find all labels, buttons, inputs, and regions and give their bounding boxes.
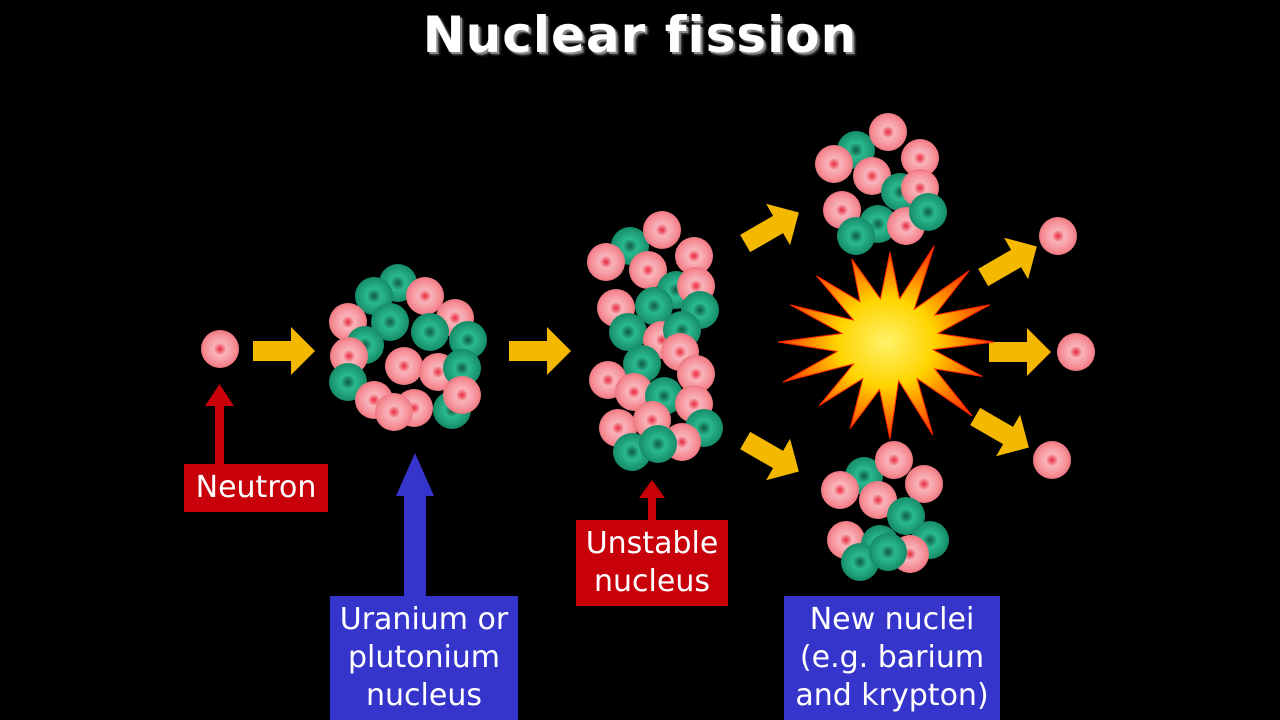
new-nucleus-bottom-particle (859, 481, 897, 519)
neutron-label-line-1: Neutron (195, 470, 317, 505)
new-nucleus-bottom-particle (821, 471, 859, 509)
reaction-arrow (978, 237, 1037, 287)
uranium-label-line-2: plutonium (347, 640, 501, 675)
page-title: Nuclear fission (422, 6, 858, 64)
new-nucleus-top-particle (815, 145, 853, 183)
incoming-neutron (201, 330, 239, 368)
new-nucleus-bottom-particle (887, 497, 925, 535)
new-nucleus-top-particle (853, 157, 891, 195)
new-nucleus-bottom-particle (905, 465, 943, 503)
new-nuclei-label: New nuclei (e.g. barium and krypton) (784, 596, 1000, 720)
new-nucleus-top-particle (837, 217, 875, 255)
uranium-nucleus-particle (375, 393, 413, 431)
new-nucleus-top-particle (901, 139, 939, 177)
new-nucleus-top-particle (909, 193, 947, 231)
uranium-nucleus-particle (411, 313, 449, 351)
uranium-nucleus-particle (443, 376, 481, 414)
unstable-nucleus-particle (675, 237, 713, 275)
uranium-nucleus-label: Uranium or plutonium nucleus (330, 596, 518, 720)
new-nucleus-top-particle (869, 113, 907, 151)
reaction-arrow (740, 203, 799, 253)
explosion-starburst (777, 245, 995, 440)
unstable-nucleus-particle (639, 425, 677, 463)
released-neutron (1033, 441, 1071, 479)
reaction-arrow (740, 431, 799, 481)
unstable-nucleus-label: Unstable nucleus (576, 520, 728, 606)
new-nucleus-bottom-particle (869, 533, 907, 571)
uranium-nucleus-particle (406, 277, 444, 315)
released-neutron (1057, 333, 1095, 371)
unstable-nucleus-particle (677, 355, 715, 393)
reaction-arrow (253, 327, 315, 375)
unstable-nucleus-particle (629, 251, 667, 289)
uranium-label-line-3: nucleus (366, 678, 482, 713)
unstable-nucleus-particle (635, 287, 673, 325)
uranium-label-line-1: Uranium or (339, 602, 509, 637)
unstable-nucleus-particle (587, 243, 625, 281)
neutron-label: Neutron (184, 464, 328, 512)
new-nucleus-bottom-particle (875, 441, 913, 479)
released-neutron (1039, 217, 1077, 255)
new-nuclei-label-line-1: New nuclei (809, 602, 975, 637)
unstable-nucleus-particle (609, 313, 647, 351)
new-nuclei-label-line-3: and krypton) (795, 678, 989, 713)
reaction-arrow (970, 407, 1029, 457)
uranium-nucleus-particle (371, 303, 409, 341)
new-nuclei-label-line-2: (e.g. barium (799, 640, 985, 675)
uranium-nucleus-particle (385, 347, 423, 385)
uranium-pointer-arrow (396, 453, 434, 598)
uranium-nucleus-particle (443, 349, 481, 387)
unstable-label-line-1: Unstable (585, 526, 719, 561)
unstable-nucleus-particle (615, 373, 653, 411)
neutron-pointer-arrow (205, 384, 234, 466)
reaction-arrow (989, 328, 1051, 376)
unstable-pointer-arrow (639, 480, 665, 522)
unstable-label-line-2: nucleus (594, 564, 710, 599)
reaction-arrow (509, 327, 571, 375)
unstable-nucleus-particle (643, 211, 681, 249)
